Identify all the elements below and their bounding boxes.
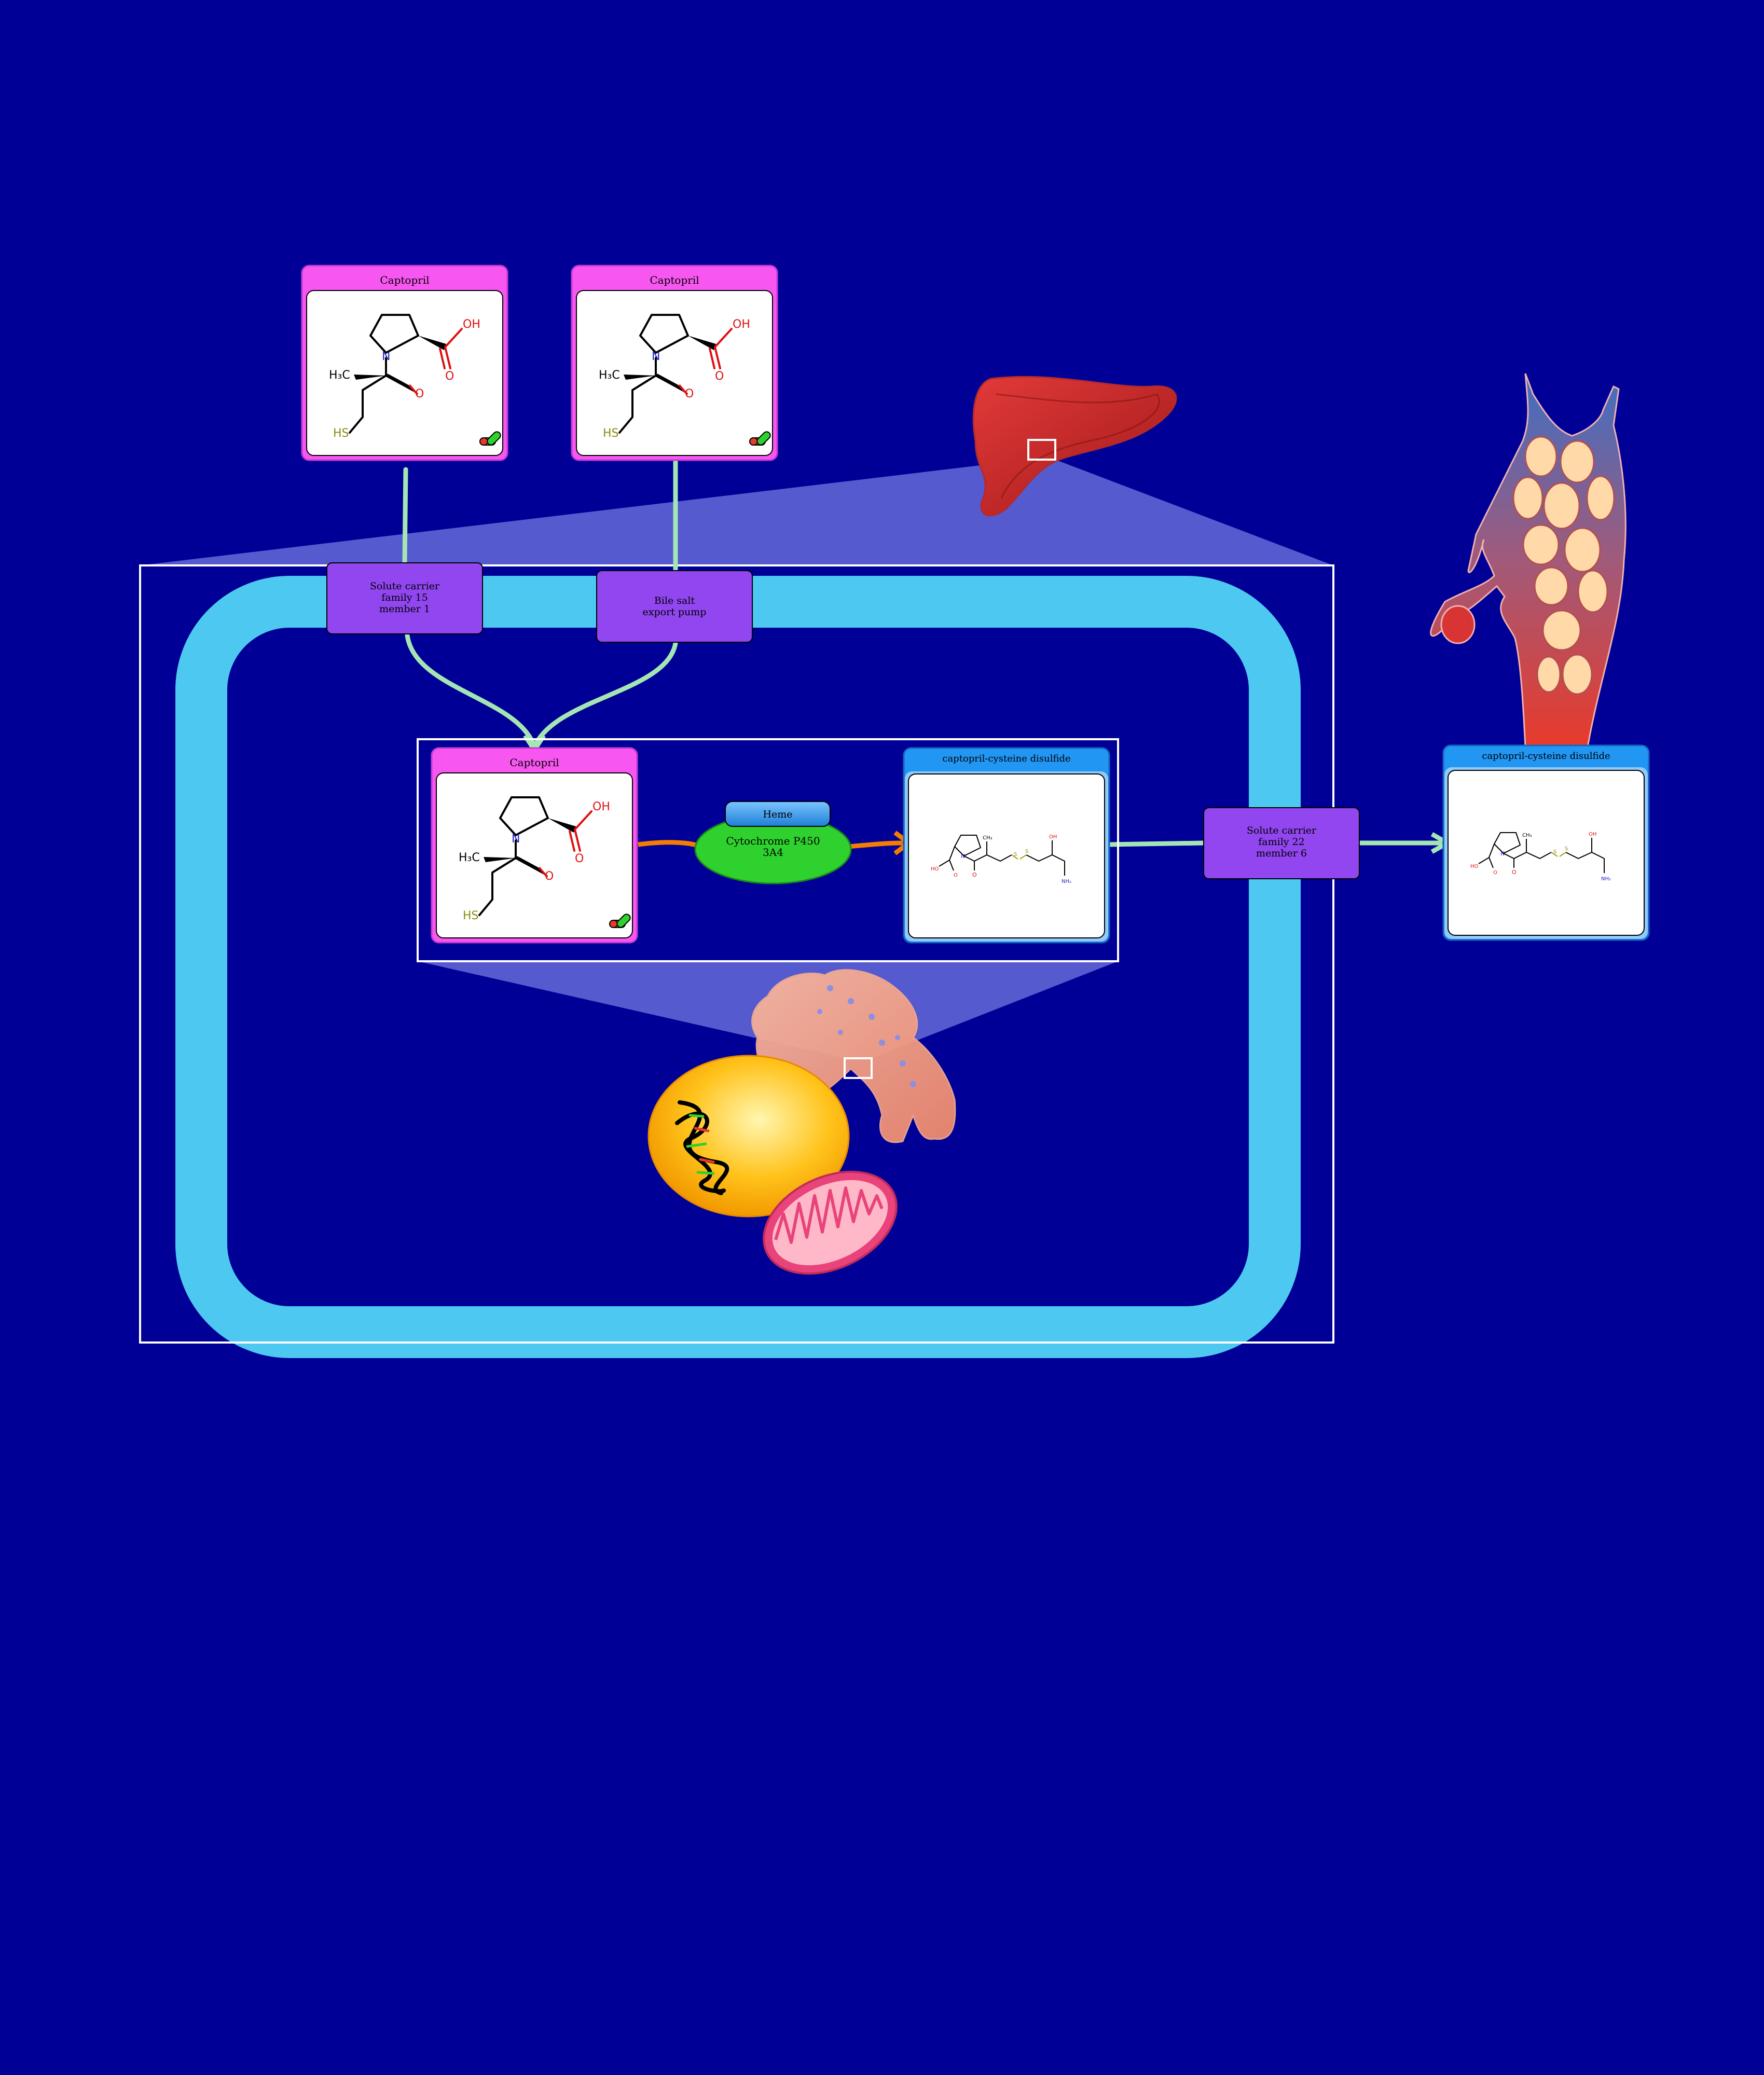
er-detail-frame	[417, 738, 1119, 962]
drug-node-captopril-1[interactable]: Captopril	[301, 265, 508, 461]
transporter-slc22a6[interactable]: Solute carrier family 22 member 6	[1203, 807, 1360, 879]
arrow-drug1-to-slc15a1	[402, 467, 408, 565]
metabolite-name: captopril-cysteine disulfide	[942, 753, 1070, 764]
enzyme-label-line-2: 3A4	[763, 846, 783, 859]
transporter-label-line-3: member 6	[1256, 848, 1307, 859]
transporter-label-line-2: export pump	[643, 606, 707, 618]
transport-arrows	[402, 459, 1442, 847]
arrow-slc15a1-to-drug	[405, 633, 537, 750]
transporter-slc15a1[interactable]: Solute carrier family 15 member 1	[326, 562, 483, 634]
metabolite-node-2[interactable]: captopril-cysteine disulfide	[1442, 744, 1650, 941]
liver-zoom-cone	[140, 460, 1333, 565]
transporter-label-line-1: Solute carrier	[1247, 825, 1317, 836]
kidney-organ	[1430, 373, 1627, 748]
transporter-label-line-2: family 15	[381, 592, 428, 603]
enzyme-label-line-1: Cytochrome P450	[726, 835, 820, 847]
mitochondrion	[763, 1170, 898, 1275]
hepatocyte-frame	[139, 564, 1334, 1344]
transporter-bsep[interactable]: Bile salt export pump	[596, 570, 753, 643]
drug-name: Captopril	[380, 274, 429, 286]
cofactor-label: Heme	[763, 809, 792, 820]
transporter-label-line-1: Solute carrier	[370, 580, 440, 592]
drug-name: Captopril	[509, 756, 559, 769]
enzyme-cyp3a4[interactable]: Cytochrome P450 3A4	[694, 814, 852, 884]
cofactor-heme[interactable]: Heme	[725, 801, 831, 827]
transporter-label-line-3: member 1	[379, 603, 430, 615]
transporter-label-line-1: Bile salt	[654, 595, 695, 606]
drug-node-captopril-3[interactable]: Captopril	[431, 747, 638, 944]
er-zoom-box	[844, 1057, 873, 1079]
arrow-metabolite-to-slc22a6	[1108, 840, 1206, 847]
drug-name: Captopril	[650, 274, 699, 286]
metabolite-name: captopril-cysteine disulfide	[1482, 751, 1610, 762]
nucleus	[647, 1055, 850, 1218]
drug-node-captopril-2[interactable]: Captopril	[571, 265, 778, 461]
transporter-label-line-2: family 22	[1258, 836, 1304, 848]
metabolite-node-1[interactable]: captopril-cysteine disulfide	[903, 747, 1110, 944]
dna-helix-icon	[675, 1100, 729, 1195]
liver-organ	[972, 376, 1177, 517]
arrow-bsep-to-drug	[532, 641, 678, 750]
